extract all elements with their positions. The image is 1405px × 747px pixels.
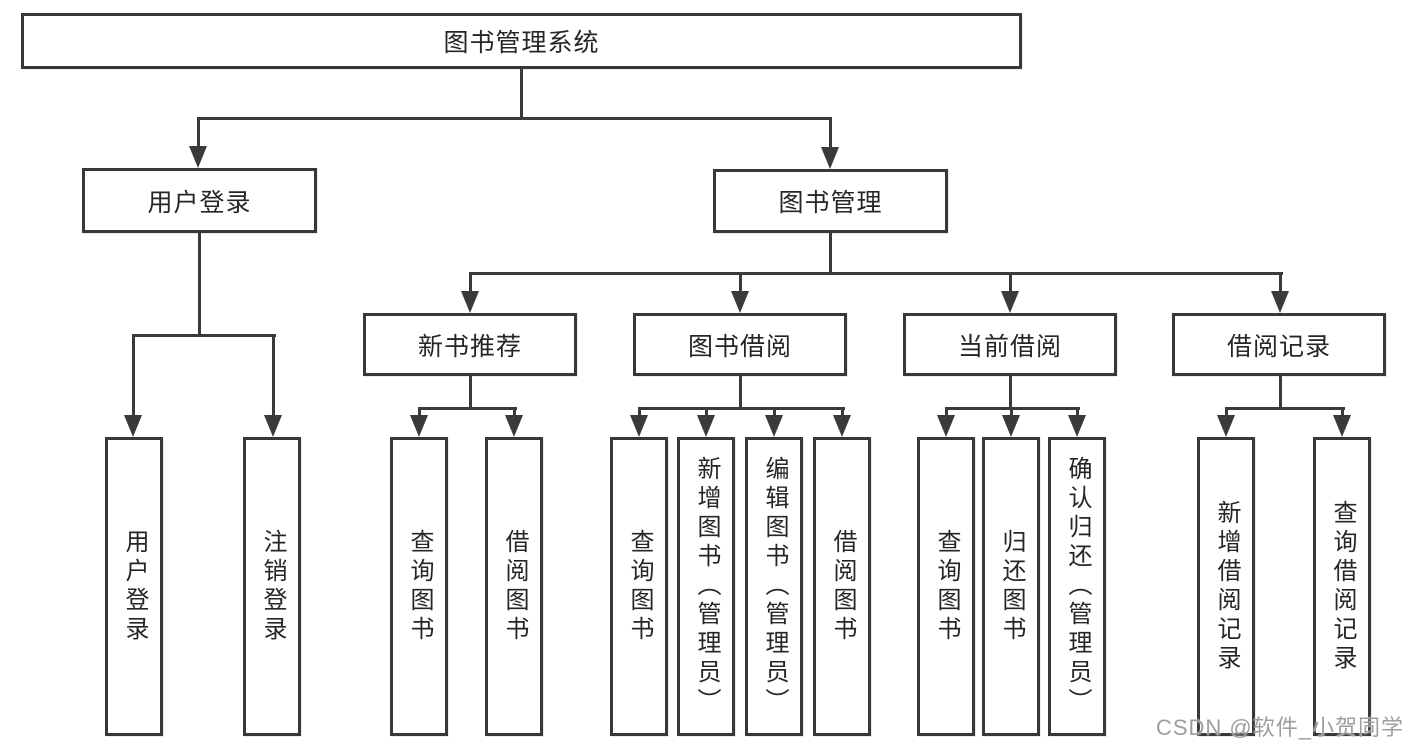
connector-drop-book-mgmt (829, 117, 832, 149)
arrowhead-return-book (1002, 415, 1020, 437)
leaf-edit-book: 编辑图书（管理员） (745, 437, 803, 736)
arrowhead-user-login (189, 146, 207, 168)
arrowhead-new-book-rec (461, 291, 479, 313)
connector-drop-current-borrow (1009, 272, 1012, 295)
connector-level1-split (197, 117, 832, 120)
arrowhead-query-record (1333, 415, 1351, 437)
connector-user-login-split (132, 334, 276, 337)
arrowhead-book-mgmt (821, 147, 839, 169)
arrowhead-query-book-1 (410, 415, 428, 437)
connector-drop-query-book-3 (945, 407, 948, 417)
arrowhead-query-book-2 (630, 415, 648, 437)
connector-drop-book-borrow (739, 272, 742, 295)
node-current-borrow: 当前借阅 (903, 313, 1117, 376)
connector-drop-query-book-1 (418, 407, 421, 417)
node-new-book-recommend: 新书推荐 (363, 313, 577, 376)
leaf-borrow-book-2: 借阅图书 (813, 437, 871, 736)
node-user-login: 用户登录 (82, 168, 317, 233)
connector-drop-edit-book (773, 407, 776, 417)
connector-drop-return-book (1010, 407, 1013, 417)
leaf-query-borrow-record: 查询借阅记录 (1313, 437, 1371, 736)
leaf-logout: 注销登录 (243, 437, 301, 736)
leaf-borrow-book-1: 借阅图书 (485, 437, 543, 736)
connector-drop-add-book (705, 407, 708, 417)
leaf-confirm-return: 确认归还（管理员） (1048, 437, 1106, 736)
node-book-management: 图书管理 (713, 169, 948, 233)
connector-user-login-stem (198, 233, 201, 336)
connector-drop-add-record (1225, 407, 1228, 417)
connector-drop-borrow-book-2 (841, 407, 844, 417)
connector-drop-user-login (197, 117, 200, 148)
connector-book-borrow-split (638, 407, 845, 410)
arrowhead-book-borrow (731, 291, 749, 313)
connector-borrow-record-split (1225, 407, 1345, 410)
connector-drop-confirm-return (1076, 407, 1079, 417)
connector-drop-borrow-book-1 (513, 407, 516, 417)
connector-new-book-rec-stem (469, 376, 472, 409)
arrowhead-add-record (1217, 415, 1235, 437)
csdn-watermark: CSDN @软件_小贺同学 (1155, 715, 1404, 740)
leaf-add-borrow-record: 新增借阅记录 (1197, 437, 1255, 736)
arrowhead-leaf-user-login (124, 415, 142, 437)
arrowhead-confirm-return (1068, 415, 1086, 437)
connector-book-mgmt-stem (829, 233, 832, 274)
arrowhead-add-book (697, 415, 715, 437)
connector-level3-split (469, 272, 1283, 275)
connector-drop-leaf-logout (272, 334, 275, 417)
connector-drop-new-book-rec (469, 272, 472, 295)
node-borrow-record: 借阅记录 (1172, 313, 1386, 376)
leaf-query-book-2: 查询图书 (610, 437, 668, 736)
connector-drop-leaf-user-login (132, 334, 135, 417)
connector-borrow-record-stem (1279, 376, 1282, 409)
leaf-add-book: 新增图书（管理员） (677, 437, 735, 736)
connector-drop-query-book-2 (638, 407, 641, 417)
leaf-query-book-3: 查询图书 (917, 437, 975, 736)
connector-new-book-rec-split (418, 407, 517, 410)
connector-current-borrow-stem (1009, 376, 1012, 409)
arrowhead-borrow-book-1 (505, 415, 523, 437)
arrowhead-edit-book (765, 415, 783, 437)
leaf-return-book: 归还图书 (982, 437, 1040, 736)
arrowhead-query-book-3 (937, 415, 955, 437)
node-root: 图书管理系统 (21, 13, 1022, 69)
arrowhead-leaf-logout (264, 415, 282, 437)
node-book-borrow: 图书借阅 (633, 313, 847, 376)
arrowhead-borrow-book-2 (833, 415, 851, 437)
arrowhead-borrow-record (1271, 291, 1289, 313)
connector-drop-query-record (1341, 407, 1344, 417)
arrowhead-current-borrow (1001, 291, 1019, 313)
connector-drop-borrow-record (1279, 272, 1282, 295)
connector-root-stem (520, 69, 523, 118)
connector-book-borrow-stem (739, 376, 742, 409)
leaf-user-login: 用户登录 (105, 437, 163, 736)
leaf-query-book-1: 查询图书 (390, 437, 448, 736)
